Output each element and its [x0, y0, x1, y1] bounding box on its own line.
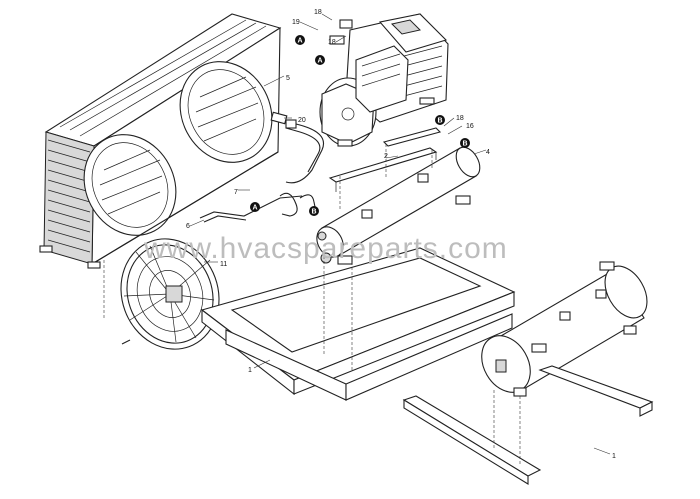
callout-19: 19 [292, 19, 300, 26]
callout-20: 20 [298, 117, 306, 124]
condenser-fan [120, 238, 220, 350]
callout-1-base: 1 [248, 367, 252, 374]
liquid-receiver-small [316, 146, 481, 265]
callout-11: 11 [220, 261, 227, 268]
callout-18-right: 18 [456, 115, 464, 122]
marker-a-top: A [295, 35, 305, 45]
svg-text:B: B [438, 118, 443, 125]
condenser-coil [39, 13, 282, 269]
callout-1-rails: 1 [612, 453, 616, 460]
marker-b-upper: B [435, 115, 445, 125]
compressor [319, 13, 449, 147]
marker-b-pipe: B [309, 206, 319, 216]
callout-2: 2 [384, 153, 388, 160]
leader-lines [189, 13, 611, 455]
receiver-mounting-rails [402, 365, 654, 485]
svg-text:B: B [312, 209, 317, 216]
svg-text:B: B [463, 141, 468, 148]
callout-16: 16 [466, 123, 474, 130]
svg-text:A: A [318, 58, 323, 65]
svg-text:A: A [253, 205, 258, 212]
callout-6: 6 [186, 223, 190, 230]
connection-markers: A A A B B B [250, 35, 470, 216]
svg-text:A: A [298, 38, 303, 45]
refrigerant-piping [199, 111, 324, 223]
part-callouts: 5 20 6 7 11 2 4 1 1 18 19 18 18 16 [186, 9, 616, 460]
compressor-mounting-rails [328, 127, 442, 192]
marker-b-lower: B [460, 138, 470, 148]
callout-18-mid: 18 [328, 39, 336, 46]
base-frame [200, 247, 516, 401]
callout-7: 7 [234, 189, 238, 196]
marker-a-pipe: A [250, 202, 260, 212]
marker-a-mid: A [315, 55, 325, 65]
projection-lines [103, 144, 521, 466]
callout-5: 5 [286, 75, 290, 82]
callout-4: 4 [486, 149, 490, 156]
callout-18-top: 18 [314, 9, 322, 16]
watermark-text: www.hvacspareparts.com [143, 232, 508, 265]
